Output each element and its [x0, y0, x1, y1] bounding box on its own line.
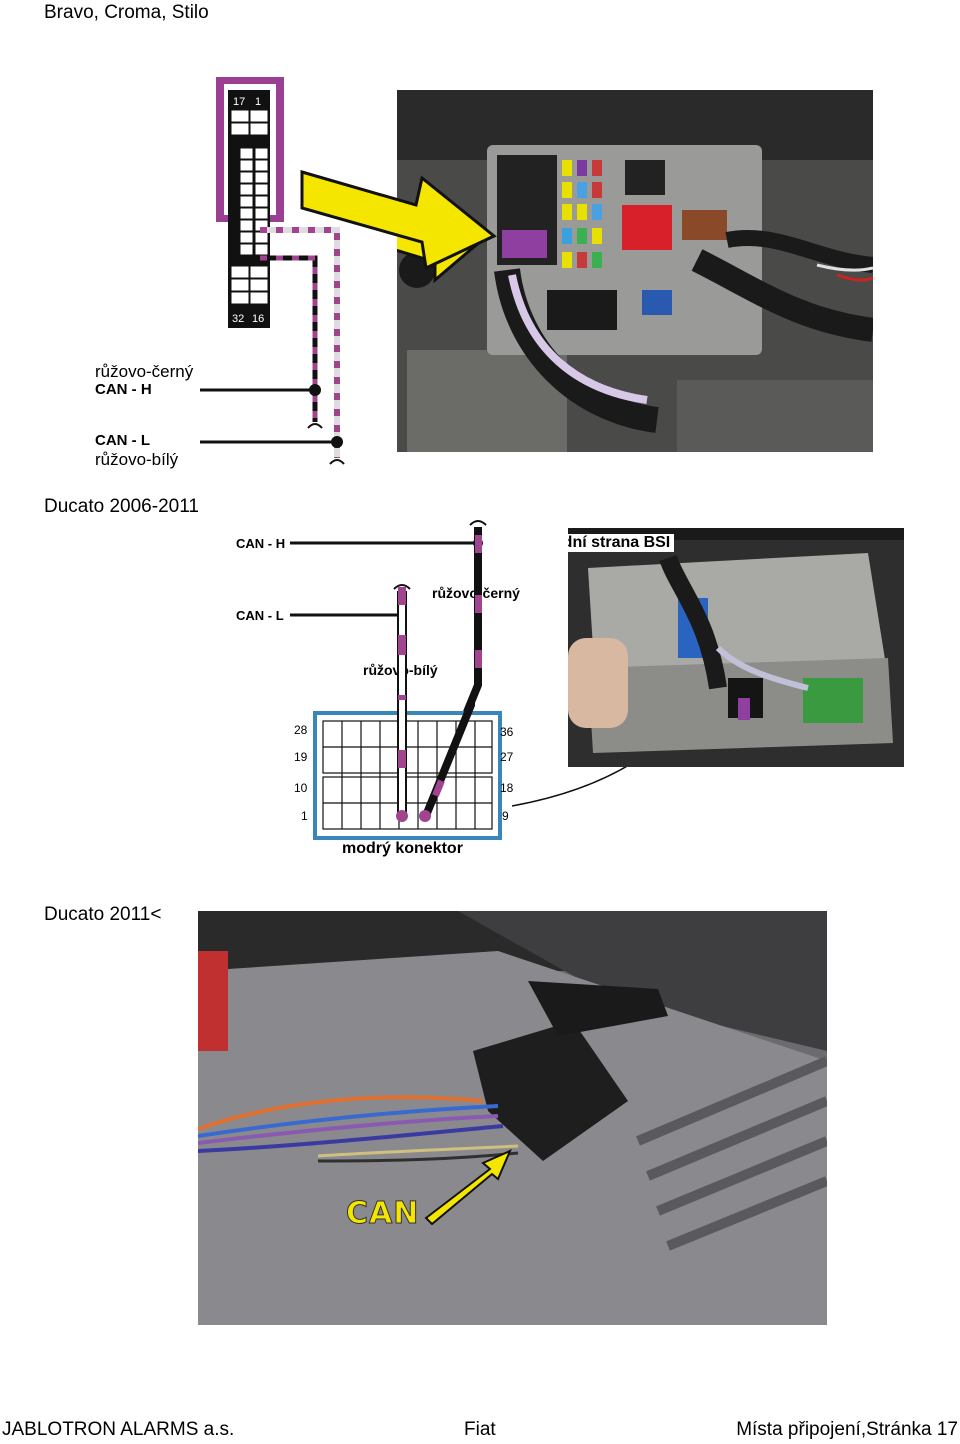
footer-company: JABLOTRON ALARMS a.s. [2, 1419, 235, 1440]
pin-label-32: 32 [232, 313, 244, 325]
connector-wires-overlay [396, 700, 475, 822]
wire2-signal-label: CAN - L [95, 432, 150, 449]
pin-label-left-10: 10 [294, 781, 308, 795]
pin-label-left-1: 1 [301, 809, 308, 823]
bsi-caption: Zadní strana BSI [568, 534, 675, 552]
wire1-color-label: růžovo-černý [95, 362, 194, 381]
pin-label-right-27: 27 [500, 750, 514, 764]
pin-label-16: 16 [252, 313, 264, 325]
pin-label-right-18: 18 [500, 781, 514, 795]
can-photo-label: CAN [345, 1196, 420, 1232]
pin-label-1: 1 [255, 96, 261, 108]
can-arrow [424, 1149, 512, 1226]
pin-label-17: 17 [233, 96, 245, 108]
bsi-photo: Zadní strana BSI [568, 528, 904, 767]
wire2-color-label: růžovo-bílý [95, 450, 179, 469]
fusebox-photo [397, 90, 873, 452]
ducato-2011-photo: CAN [198, 911, 827, 1325]
section3-heading: Ducato 2011< [44, 904, 162, 925]
footer-brand: Fiat [464, 1419, 496, 1440]
section2-heading: Ducato 2006-2011 [44, 496, 199, 517]
connector-caption: modrý konektor [342, 840, 463, 857]
can-l-label: CAN - L [236, 608, 284, 623]
pin-label-left-19: 19 [294, 750, 308, 764]
section1-heading: Bravo, Croma, Stilo [44, 2, 209, 23]
pin-label-right-9: 9 [502, 809, 509, 823]
blue-connector [313, 711, 502, 840]
footer-page-info: Místa připojení,Stránka 17 [736, 1419, 958, 1440]
wire1-signal-label: CAN - H [95, 381, 152, 398]
yellow-pointer-arrow [300, 170, 497, 271]
pin-label-left-28: 28 [294, 723, 308, 737]
pin-label-right-36: 36 [500, 725, 514, 739]
connector-diagram-1: 17 1 32 16 [200, 77, 345, 465]
can-h-label: CAN - H [236, 536, 286, 551]
